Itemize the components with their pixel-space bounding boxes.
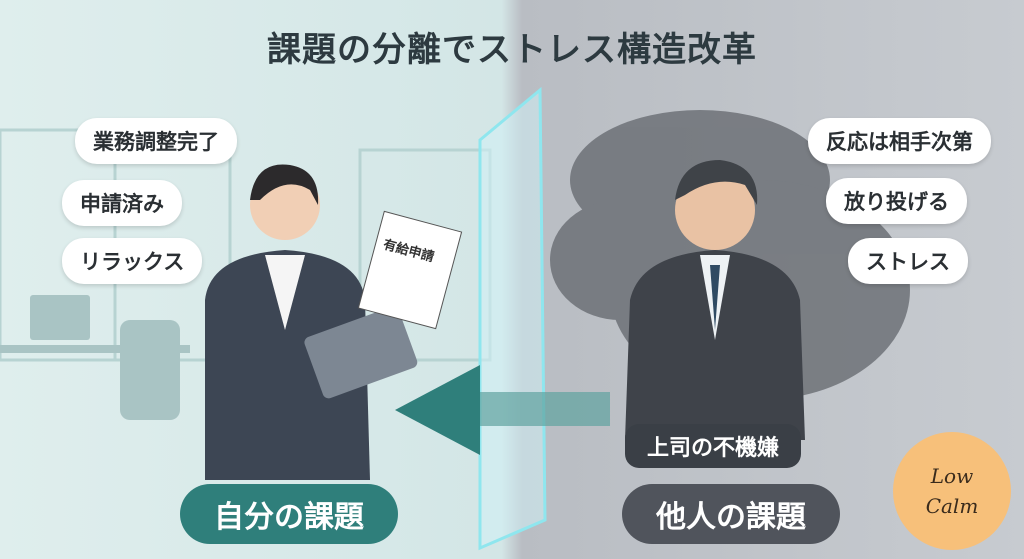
speech-bubble: ストレス <box>848 238 968 284</box>
speech-bubble: 業務調整完了 <box>75 118 237 164</box>
woman-figure <box>205 164 463 480</box>
lowcalm-logo: Low Calm <box>893 432 1011 550</box>
glass-pane <box>478 86 547 551</box>
speech-bubble: リラックス <box>62 238 203 284</box>
others-task-label: 他人の課題 <box>622 484 840 544</box>
man-figure <box>625 160 805 440</box>
own-task-label: 自分の課題 <box>180 484 398 544</box>
speech-bubble: 反応は相手次第 <box>808 118 991 164</box>
speech-bubble: 放り投げる <box>826 178 967 224</box>
logo-text: Low <box>930 464 974 488</box>
desk <box>0 295 190 420</box>
speech-bubble: 申請済み <box>62 180 182 226</box>
arrow-icon <box>395 365 610 455</box>
page-title: 課題の分離でストレス構造改革 <box>267 30 757 70</box>
logo-text: Calm <box>925 494 979 518</box>
boss-mood-tag: 上司の不機嫌 <box>625 424 802 468</box>
